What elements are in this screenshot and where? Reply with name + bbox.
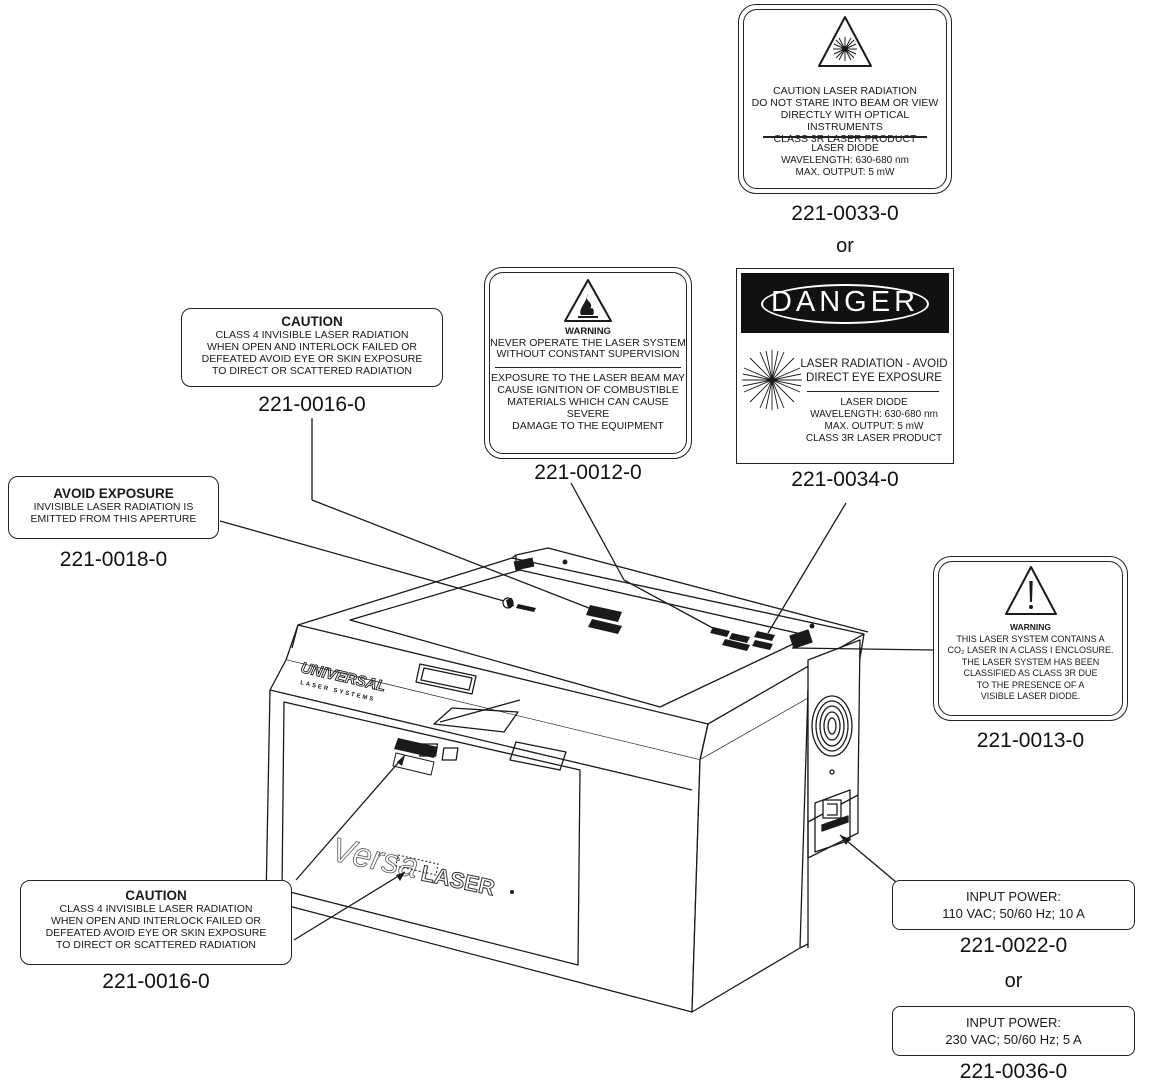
label-marker-lid-caution	[586, 605, 622, 622]
label-line: CLASS 3R LASER PRODUCT	[805, 433, 943, 444]
label-line: LASER RADIATION - AVOID	[800, 358, 948, 370]
part-number: 221-0012-0	[534, 461, 642, 484]
label-input-power-110: INPUT POWER: 110 VAC; 50/60 Hz; 10 A	[892, 880, 1135, 930]
leader-line-caution-bottom-a	[295, 754, 406, 881]
leader-line-warning-fire	[570, 482, 625, 581]
label-line: INPUT POWER:	[965, 889, 1062, 904]
label-line: CLASS 4 INVISIBLE LASER RADIATION	[59, 903, 253, 915]
label-line: EMITTED FROM THIS APERTURE	[30, 513, 197, 525]
part-number: 221-0013-0	[976, 729, 1085, 752]
laser-starburst-icon	[742, 350, 802, 410]
label-line: WAVELENGTH: 630-680 nm	[810, 409, 938, 420]
warning-triangle-icon	[1005, 566, 1057, 615]
label-line: CAUTION LASER RADIATION	[773, 85, 917, 97]
danger-header: DANGER	[741, 273, 949, 333]
part-number: 221-0034-0	[791, 468, 899, 491]
part-number: 221-0036-0	[959, 1060, 1068, 1083]
label-line: TO THE PRESENCE OF A	[976, 679, 1085, 690]
label-warning-fire: WARNING NEVER OPERATE THE LASER SYSTEM W…	[484, 267, 692, 459]
or-separator: or	[836, 235, 854, 257]
label-caution-bottom: CAUTION CLASS 4 INVISIBLE LASER RADIATIO…	[20, 880, 292, 965]
label-caution-class3r: CAUTION LASER RADIATION DO NOT STARE INT…	[738, 4, 952, 194]
front-door-panel	[281, 701, 581, 966]
label-line: EXPOSURE TO THE LASER BEAM MAY	[490, 372, 686, 384]
part-number: 221-0016-0	[102, 970, 210, 993]
part-number: 221-0016-0	[258, 393, 366, 416]
label-line: DEFEATED AVOID EYE OR SKIN EXPOSURE	[45, 927, 267, 939]
part-number: 221-0018-0	[59, 548, 168, 571]
label-warning-co2: WARNING THIS LASER SYSTEM CONTAINS A CO₂…	[933, 556, 1128, 721]
label-line: MAX. OUTPUT: 5 mW	[824, 421, 924, 432]
laser-hazard-icon	[818, 16, 872, 67]
label-line: DIRECT EYE EXPOSURE	[806, 372, 942, 384]
label-line: CLASS 4 INVISIBLE LASER RADIATION	[215, 329, 409, 341]
label-line: INVISIBLE LASER RADIATION IS	[33, 501, 194, 513]
exhaust-vent-icon	[811, 695, 853, 775]
leader-line-warning-co2	[791, 647, 936, 651]
label-line: INPUT POWER:	[965, 1015, 1062, 1030]
leader-line-avoid-exposure	[219, 520, 505, 602]
label-line: LASER DIODE	[811, 143, 879, 154]
label-line: THIS LASER SYSTEM CONTAINS A	[956, 633, 1105, 644]
part-number: 221-0033-0	[791, 202, 899, 225]
label-marker-door-caution	[394, 738, 438, 758]
label-line: DAMAGE TO THE EQUIPMENT	[512, 420, 664, 432]
label-line: CLASSIFIED AS CLASS 3R DUE	[963, 668, 1098, 678]
label-line: CO₂ LASER IN A CLASS I ENCLOSURE.	[947, 645, 1114, 655]
label-avoid-exposure: AVOID EXPOSURE INVISIBLE LASER RADIATION…	[8, 476, 219, 539]
label-line: TO DIRECT OR SCATTERED RADIATION	[56, 939, 256, 951]
label-line: DEFEATED AVOID EYE OR SKIN EXPOSURE	[201, 353, 423, 365]
label-caution-top: CAUTION CLASS 4 INVISIBLE LASER RADIATIO…	[181, 308, 443, 387]
leader-line-power	[839, 834, 897, 883]
label-line: WHEN OPEN AND INTERLOCK FAILED OR	[206, 341, 418, 353]
label-line: THE LASER SYSTEM HAS BEEN	[961, 656, 1100, 667]
label-line: NEVER OPERATE THE LASER SYSTEM	[490, 336, 686, 349]
label-line: LASER DIODE	[840, 397, 908, 408]
label-title: WARNING	[565, 326, 611, 337]
label-line: DO NOT STARE INTO BEAM OR VIEW	[751, 97, 939, 109]
label-line: CAUSE IGNITION OF COMBUSTIBLE	[497, 384, 679, 396]
label-title: AVOID EXPOSURE	[53, 486, 174, 501]
label-line: MAX. OUTPUT: 5 mW	[795, 167, 895, 178]
leader-line-danger	[767, 502, 847, 634]
label-line: WHEN OPEN AND INTERLOCK FAILED OR	[50, 915, 262, 927]
label-title: CAUTION	[281, 314, 343, 329]
label-input-power-230: INPUT POWER: 230 VAC; 50/60 Hz; 5 A	[892, 1006, 1135, 1056]
label-line: 110 VAC; 50/60 Hz; 10 A	[942, 906, 1085, 921]
or-separator: or	[1004, 970, 1023, 992]
label-line: MATERIALS WHICH CAN CAUSE SEVERE	[507, 396, 669, 420]
label-title: DANGER	[770, 286, 920, 318]
label-danger: DANGER LASER RADIATION - AVOID DIRECT EY…	[736, 268, 954, 464]
part-number: 221-0022-0	[959, 934, 1068, 957]
label-line: VISIBLE LASER DIODE.	[980, 691, 1081, 701]
label-line: DIRECTLY WITH OPTICAL INSTRUMENTS	[780, 109, 910, 133]
label-line: 230 VAC; 50/60 Hz; 5 A	[945, 1032, 1082, 1047]
fire-hazard-icon	[564, 279, 612, 322]
label-line: WAVELENGTH: 630-680 nm	[781, 155, 909, 166]
label-marker-door-lower	[395, 854, 439, 876]
label-line: WITHOUT CONSTANT SUPERVISION	[496, 348, 680, 360]
leader-line-caution-bottom-b	[293, 871, 406, 941]
label-line: TO DIRECT OR SCATTERED RADIATION	[212, 365, 412, 377]
label-title: CAUTION	[125, 888, 187, 903]
label-title: WARNING	[1009, 622, 1052, 632]
